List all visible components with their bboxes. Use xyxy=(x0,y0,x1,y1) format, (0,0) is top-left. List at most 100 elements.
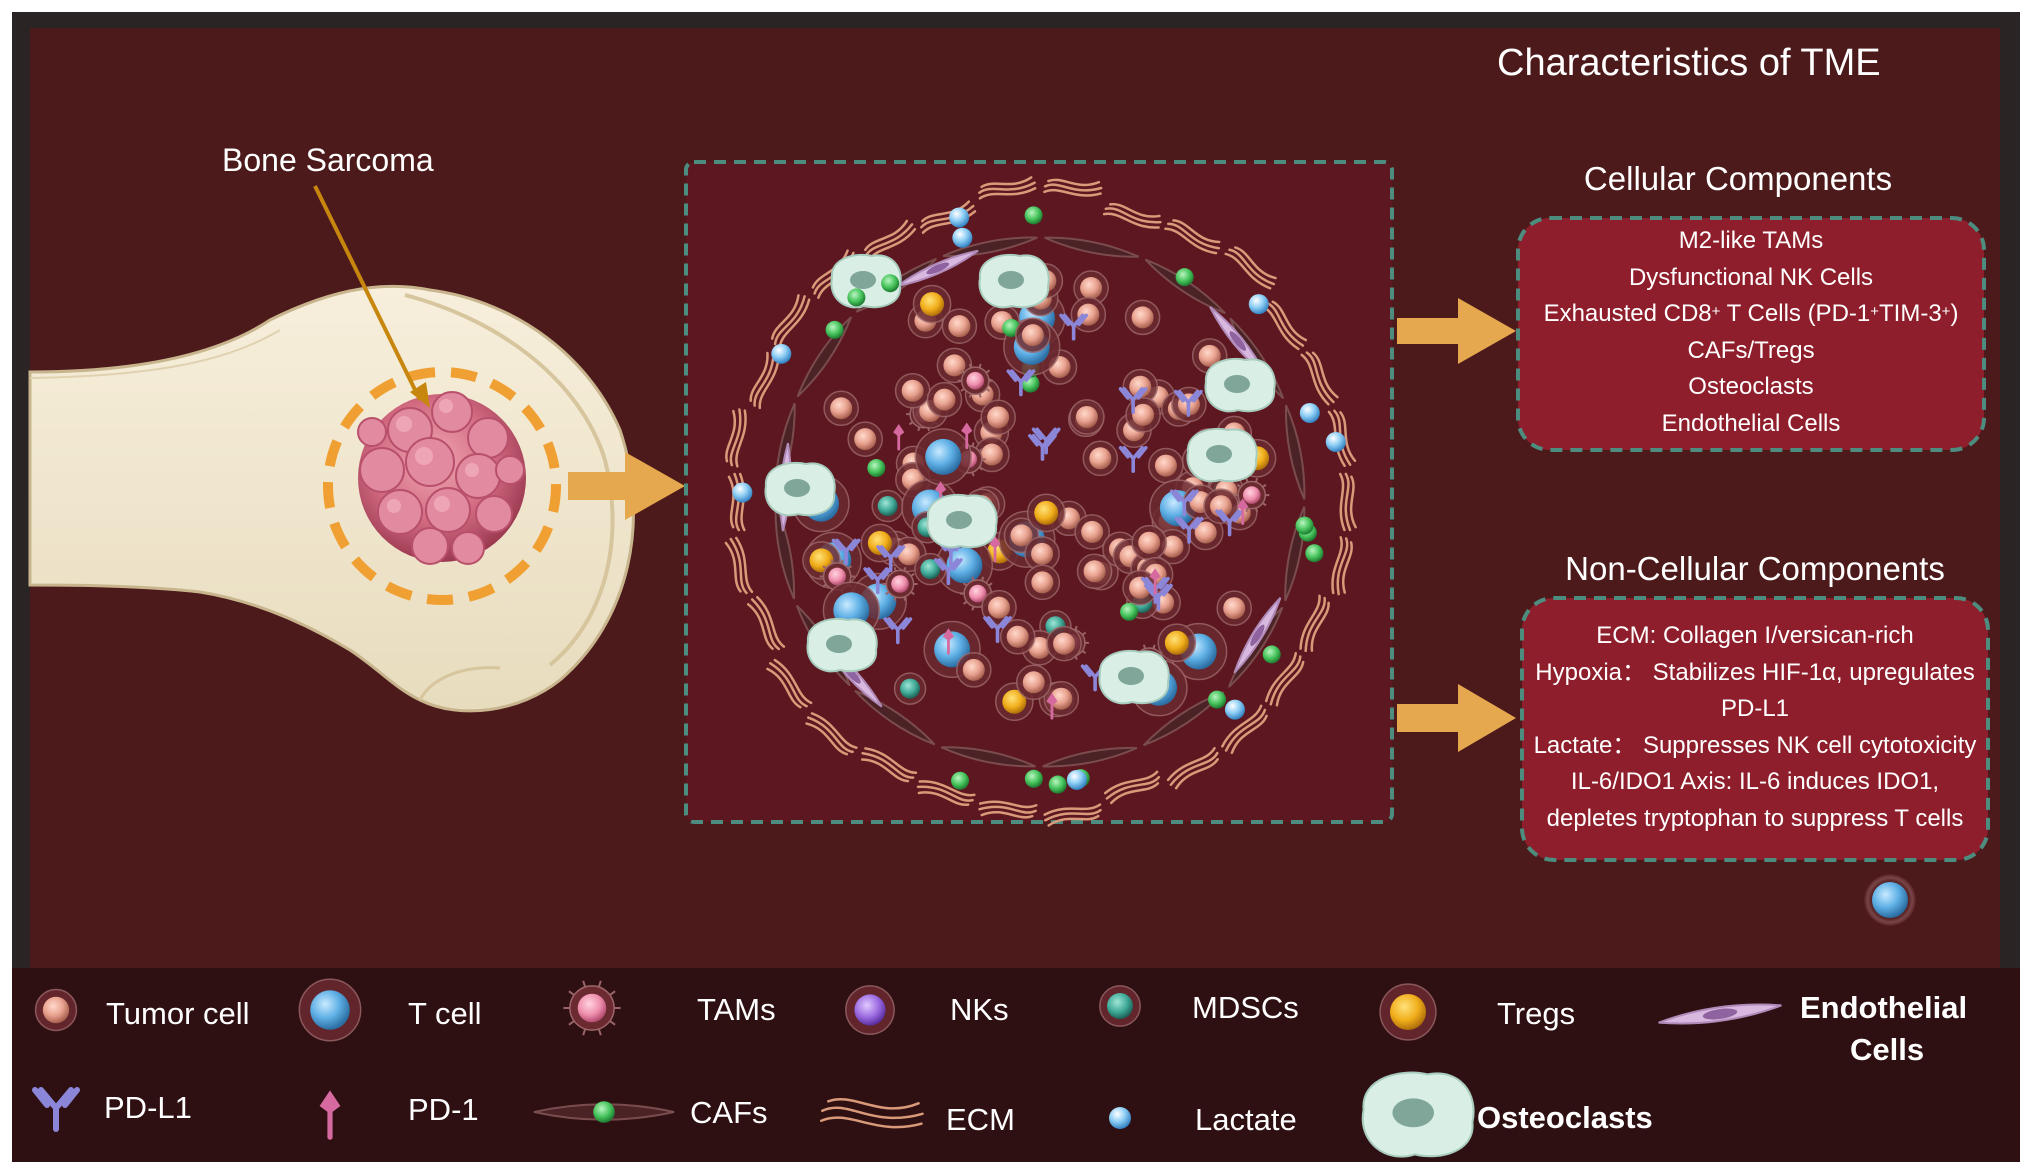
ecm-icon xyxy=(1299,594,1330,653)
pd-l1-icon xyxy=(883,617,913,645)
treg-icon xyxy=(860,523,900,563)
cellular-item: M2-like TAMs xyxy=(1678,227,1824,254)
noncellular-box xyxy=(1520,596,1990,862)
ecm-icon xyxy=(766,658,813,709)
tumor-cell-icon xyxy=(999,618,1036,655)
pd-l1-icon xyxy=(1215,509,1244,537)
caf-nucleus-icon xyxy=(593,1101,615,1123)
pd-1-icon xyxy=(1046,692,1058,720)
ecm-icon xyxy=(1103,770,1161,805)
pd-l1-icon xyxy=(1006,369,1036,397)
pd-l1-icon xyxy=(1174,389,1203,417)
legend-label-ecm: ECM xyxy=(946,1102,1015,1137)
ecm-icon xyxy=(1043,178,1103,197)
caf-nucleus-icon xyxy=(1048,775,1067,794)
arrow-bone-to-tme xyxy=(568,452,685,520)
tumor-cell-icon xyxy=(847,421,883,457)
ecm-icon xyxy=(770,294,811,349)
tumor-cell-icon xyxy=(1069,399,1105,435)
caf-icon xyxy=(1044,236,1140,258)
caf-nucleus-icon xyxy=(881,274,900,293)
cellular-box xyxy=(1516,216,1986,452)
caf-nucleus-icon xyxy=(1208,690,1227,709)
caf-nucleus-icon xyxy=(825,320,844,339)
legend-label-tumor-cell: Tumor cell xyxy=(106,996,250,1031)
ecm-icon xyxy=(920,200,977,234)
nk-cell-icon xyxy=(845,985,895,1035)
pd-l1-icon xyxy=(863,567,893,595)
legend-label-tams: TAMs xyxy=(697,992,776,1027)
tumor-cell-icon xyxy=(926,381,963,418)
osteoclast-icon xyxy=(1204,357,1276,413)
endothelial-cell-icon xyxy=(1233,597,1282,674)
osteoclast-icon xyxy=(806,617,878,673)
caf-icon xyxy=(1142,691,1225,747)
legend-label-t-cell: T cell xyxy=(408,996,482,1031)
ecm-icon xyxy=(916,780,976,806)
legend-label-cafs: CAFs xyxy=(690,1095,768,1130)
pd-l1-icon xyxy=(1118,387,1148,415)
treg-icon xyxy=(912,284,952,324)
osteoclast-icon xyxy=(978,253,1050,309)
cellular-item: Endothelial Cells xyxy=(1661,409,1841,437)
lactate-icon xyxy=(1325,431,1346,452)
arrow-to-cellular xyxy=(1397,298,1516,364)
cellular-list: M2-like TAMs Dysfunctional NK Cells Exha… xyxy=(1518,223,1984,442)
tumor-cell-icon xyxy=(1082,440,1119,477)
legend-label-tregs: Tregs xyxy=(1497,996,1576,1031)
tam-icon xyxy=(882,566,918,602)
tumor-cell-icon xyxy=(1131,524,1168,561)
mdsc-icon xyxy=(893,672,927,705)
ecm-icon xyxy=(978,800,1038,819)
osteoclast-icon xyxy=(1098,649,1170,705)
pd-l1-icon xyxy=(831,538,861,566)
ecm-icon xyxy=(1300,351,1339,406)
ecm-icon xyxy=(860,747,918,783)
tumor-cell-icon xyxy=(1046,625,1082,662)
tam-icon xyxy=(563,980,621,1036)
pd-1-icon xyxy=(942,628,955,655)
tumor-cell-icon xyxy=(1024,564,1061,601)
legend-icons xyxy=(32,978,1782,1158)
caf-icon xyxy=(940,746,1036,768)
legend-label-mdscs: MDSCs xyxy=(1192,990,1299,1025)
noncellular-line: Hypoxia： Stabilizes HIF-1α, upregulates xyxy=(1535,658,1975,686)
tumor-cell-icon xyxy=(1125,397,1161,433)
arrow-to-noncellular xyxy=(1397,684,1516,752)
ecm-icon xyxy=(1224,246,1277,290)
osteoclast-icon xyxy=(926,493,998,549)
mdsc-icon xyxy=(1099,985,1141,1027)
tumor-cell-icon xyxy=(1015,317,1051,353)
tumor-cell-icon xyxy=(34,988,78,1032)
caf-nucleus-icon xyxy=(1262,645,1281,664)
pd-l1-icon xyxy=(1169,489,1199,517)
pd-l1-icon xyxy=(983,616,1012,644)
caf-nucleus-icon xyxy=(1295,516,1314,535)
sarcoma-mass xyxy=(357,391,526,565)
tumor-cell-icon xyxy=(1070,296,1107,333)
ecm-icon xyxy=(1043,803,1102,827)
caf-nucleus-icon xyxy=(1120,602,1139,621)
pd-1-icon xyxy=(1237,498,1249,525)
pd-l1-icon xyxy=(1174,516,1204,544)
tumor-cell-icon xyxy=(1073,270,1109,306)
cellular-item: Dysfunctional NK Cells xyxy=(1628,263,1874,291)
noncellular-list: ECM: Collagen I/versican-rich Hypoxia： S… xyxy=(1522,618,1988,837)
treg-icon xyxy=(1157,623,1197,663)
t-cell-icon xyxy=(298,978,362,1042)
caf-nucleus-icon xyxy=(1305,544,1324,563)
lactate-icon xyxy=(949,207,970,228)
noncellular-line: IL-6/IDO1 Axis: IL-6 induces IDO1, xyxy=(1570,768,1940,795)
pd-l1-icon xyxy=(32,1087,80,1132)
cellular-title: Cellular Components xyxy=(1583,160,1893,197)
t-cell-decor xyxy=(1864,874,1916,926)
cellular-item: CAFs/Tregs xyxy=(1687,336,1815,364)
ecm-icon xyxy=(1264,651,1305,707)
tumor-cell-icon xyxy=(1148,447,1184,484)
ecm-icon xyxy=(1331,536,1353,596)
noncellular-line: PD-L1 xyxy=(1720,695,1790,722)
noncellular-line: depletes tryptophan to suppress T cells xyxy=(1546,804,1964,832)
ecm-icon xyxy=(805,712,858,756)
pd-l1-icon xyxy=(1031,427,1061,455)
